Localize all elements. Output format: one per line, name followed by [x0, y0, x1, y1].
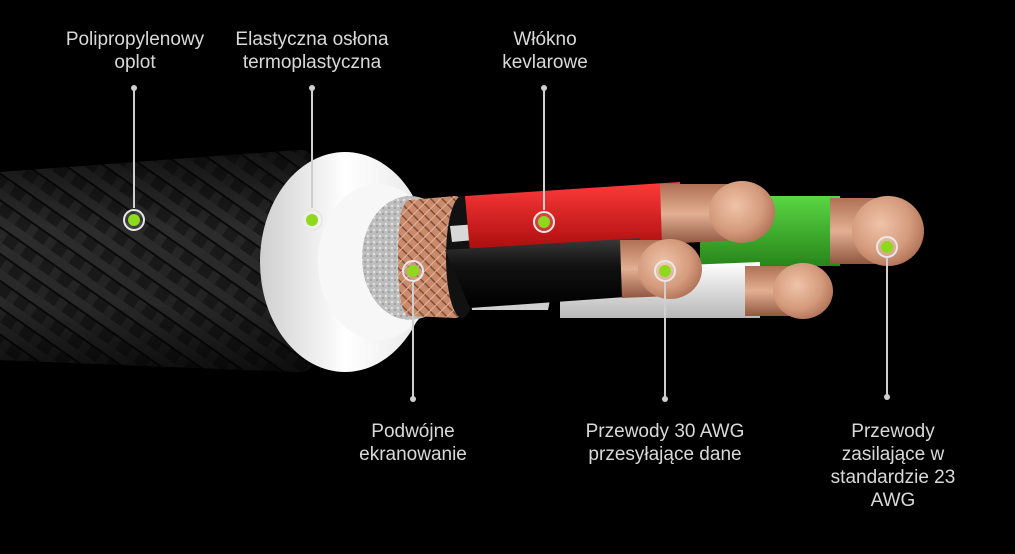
- braided-sleeve: [0, 149, 330, 372]
- kevlar-marker-icon[interactable]: [533, 211, 555, 233]
- shield-label: Podwójne ekranowanie: [359, 421, 467, 465]
- shield-marker-icon[interactable]: [402, 260, 424, 282]
- braid-marker-icon[interactable]: [123, 209, 145, 231]
- leader-line: [664, 282, 666, 398]
- kevlar-label: Włókno kevlarowe: [502, 29, 588, 73]
- leader-line: [412, 282, 414, 398]
- leader-line: [133, 88, 135, 208]
- red-power-wire: [465, 181, 775, 252]
- leader-tip: [410, 396, 416, 402]
- jacket-marker-icon[interactable]: [301, 209, 323, 231]
- jacket-label: Elastyczna osłona termoplastyczna: [235, 29, 389, 73]
- braid-label: Polipropylenowy oplot: [65, 29, 205, 73]
- leader-line: [543, 88, 545, 210]
- data-wires-label: Przewody 30 AWG przesyłające dane: [585, 421, 745, 465]
- power-wires-marker-icon[interactable]: [876, 236, 898, 258]
- data-wires-marker-icon[interactable]: [654, 260, 676, 282]
- leader-line: [311, 88, 313, 208]
- leader-tip: [884, 394, 890, 400]
- leader-line: [886, 258, 888, 396]
- leader-tip: [662, 396, 668, 402]
- power-wires-label: Przewody zasilające w standardzie 23 AWG: [830, 421, 956, 511]
